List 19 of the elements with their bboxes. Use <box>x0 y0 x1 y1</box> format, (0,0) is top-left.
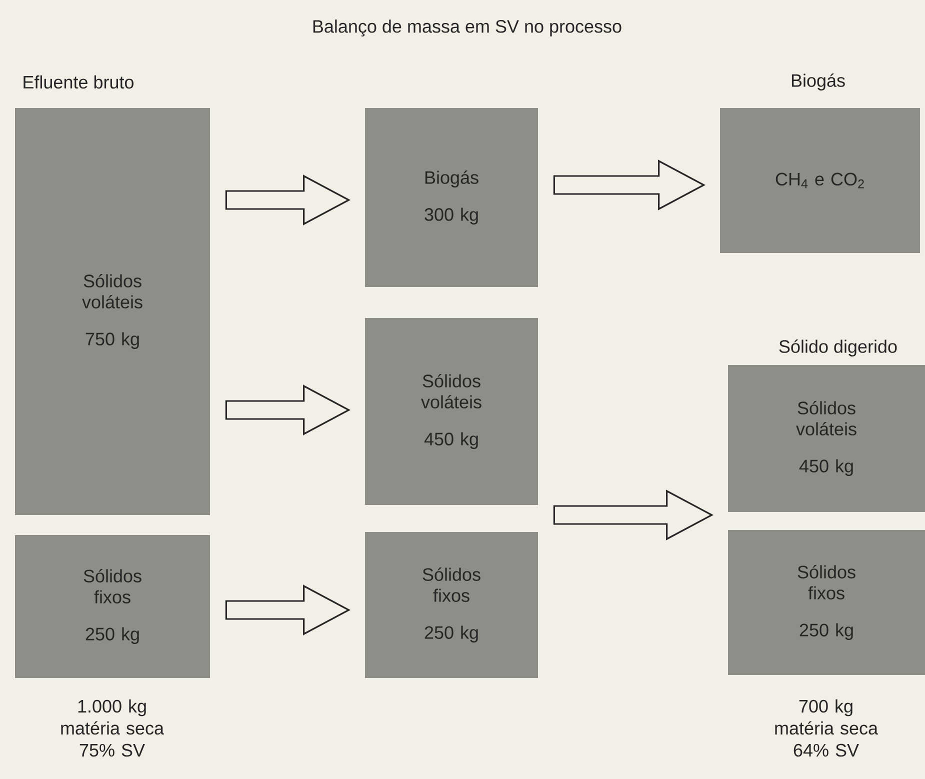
process-box: Sólidos fixos 250 kg <box>728 530 925 675</box>
block-arrow <box>225 384 350 436</box>
box-heading: Efluente bruto <box>24 75 134 89</box>
box-heading: Biogás <box>792 74 845 90</box>
summary-text: 1.000 kg matéria seca 75% SV <box>61 699 164 757</box>
summary-text: 700 kg matéria seca 64% SV <box>775 699 878 757</box>
process-box: Biogás 300 kg <box>365 108 538 287</box>
block-arrow <box>553 160 706 210</box>
block-arrow <box>225 584 350 636</box>
block-arrow <box>553 490 714 540</box>
title: Balanço de massa em SV no processo <box>313 20 622 36</box>
process-box: Sólidos voláteis 450 kg <box>365 318 538 505</box>
process-box: Sólidos fixos 250 kg <box>15 535 210 678</box>
process-box: Sólidos fixos 250 kg <box>365 532 538 678</box>
process-box: Sólidos voláteis 450 kg <box>728 365 925 512</box>
box-heading: Sólido digerido <box>779 340 897 356</box>
process-box: CH$_{4}$ e CO$_{2}$ <box>720 108 920 253</box>
block-arrow <box>225 174 350 226</box>
process-box: Sólidos voláteis 750 kg <box>15 108 210 515</box>
